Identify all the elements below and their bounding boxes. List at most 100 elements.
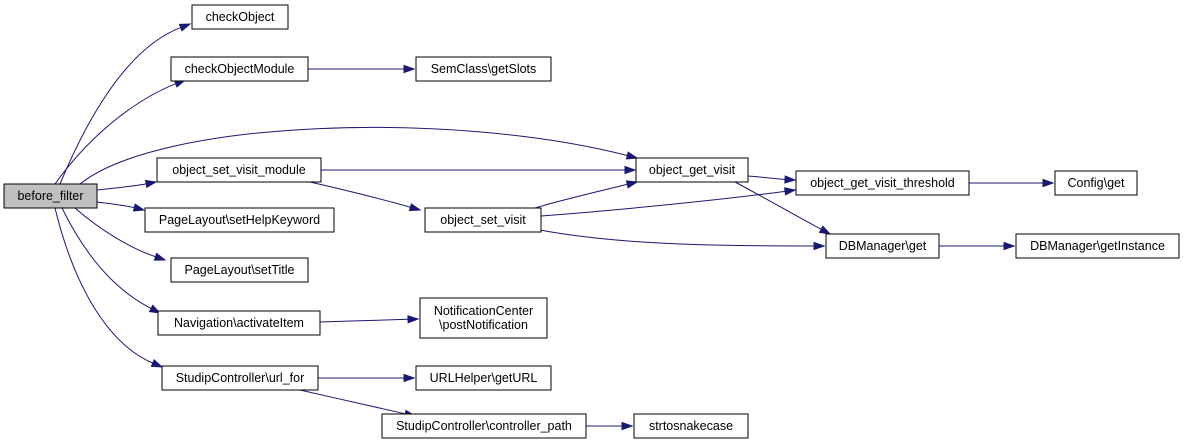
node-dbmanager-get[interactable]: DBManager\get bbox=[825, 233, 940, 259]
node-label: Navigation\activateItem bbox=[174, 316, 304, 330]
arrowhead-icon bbox=[625, 180, 639, 189]
node-box bbox=[415, 365, 552, 391]
node-object-get-visit-threshold[interactable]: object_get_visit_threshold bbox=[795, 170, 970, 196]
node-label: Config\get bbox=[1068, 176, 1126, 190]
node-label: NotificationCenter bbox=[434, 304, 533, 318]
edge-object-get-visit-to-dbmanager-get bbox=[734, 181, 832, 235]
arrowhead-icon bbox=[625, 151, 639, 160]
node-box bbox=[156, 157, 322, 183]
node-box bbox=[161, 365, 319, 391]
node-box bbox=[415, 56, 552, 82]
node-checkObjectModule[interactable]: checkObjectModule bbox=[170, 56, 309, 82]
node-pagelayout-settitle[interactable]: PageLayout\setTitle bbox=[170, 257, 309, 283]
node-box bbox=[795, 170, 970, 196]
node-label: object_set_visit_module bbox=[172, 163, 305, 177]
edge-line bbox=[61, 207, 152, 309]
node-config-get[interactable]: Config\get bbox=[1054, 170, 1138, 196]
node-checkObject[interactable]: checkObject bbox=[191, 4, 289, 30]
edge-object-get-visit-to-object-get-visit-threshold bbox=[747, 175, 797, 184]
edge-before-filter-to-pagelayout-sethelpkeyword bbox=[96, 201, 146, 212]
node-semclass-getslots[interactable]: SemClass\getSlots bbox=[415, 56, 552, 82]
node-dbmanager-getinstance[interactable]: DBManager\getInstance bbox=[1015, 233, 1180, 259]
edge-line bbox=[534, 183, 628, 209]
arrowhead-icon bbox=[407, 315, 420, 324]
node-label: StudipController\url_for bbox=[176, 371, 305, 385]
node-box bbox=[635, 157, 749, 183]
node-label: URLHelper\getURL bbox=[430, 371, 538, 385]
node-box bbox=[1015, 233, 1180, 259]
node-box bbox=[170, 257, 309, 283]
node-notificationcenter-postnotification[interactable]: NotificationCenter\postNotification bbox=[419, 297, 548, 339]
edge-line bbox=[54, 83, 176, 185]
arrowhead-icon bbox=[148, 304, 162, 314]
edge-line bbox=[747, 175, 786, 180]
edge-before-filter-to-studipcontroller-url-for bbox=[54, 207, 164, 368]
edge-before-filter-to-pagelayout-settitle bbox=[74, 207, 167, 261]
node-object-get-visit[interactable]: object_get_visit bbox=[635, 157, 749, 183]
edge-before-filter-to-object-get-visit bbox=[79, 126, 639, 185]
edge-object-set-visit-to-dbmanager-get bbox=[539, 229, 826, 251]
edge-studipcontroller-url-for-to-urlhelper-geturl bbox=[317, 373, 416, 383]
node-label: before_filter bbox=[17, 189, 83, 203]
edge-line bbox=[74, 207, 156, 258]
edge-line bbox=[79, 126, 628, 185]
edge-object-set-visit-to-object-get-visit-threshold bbox=[540, 187, 797, 217]
node-urlhelper-geturl[interactable]: URLHelper\getURL bbox=[415, 365, 552, 391]
node-label: SemClass\getSlots bbox=[431, 62, 537, 76]
node-label: PageLayout\setTitle bbox=[184, 263, 294, 277]
edge-checkObjectModule-to-semclass-getslots bbox=[308, 64, 416, 74]
edge-line bbox=[734, 181, 822, 230]
arrowhead-icon bbox=[1042, 178, 1055, 188]
edge-line bbox=[540, 190, 786, 217]
edge-line bbox=[319, 318, 409, 323]
call-edges bbox=[54, 23, 1055, 431]
edge-line bbox=[299, 389, 406, 415]
node-box bbox=[1054, 170, 1138, 196]
node-object-set-visit-module[interactable]: object_set_visit_module bbox=[156, 157, 322, 183]
node-label: object_get_visit bbox=[649, 163, 736, 177]
arrowhead-icon bbox=[784, 187, 797, 196]
edge-line bbox=[54, 207, 153, 364]
node-label: DBManager\getInstance bbox=[1030, 239, 1165, 253]
node-before-filter[interactable]: before_filter bbox=[3, 183, 98, 209]
arrowhead-icon bbox=[132, 203, 146, 212]
edge-object-set-visit-module-to-object-get-visit bbox=[321, 165, 637, 175]
arrowhead-icon bbox=[408, 203, 422, 212]
node-box bbox=[633, 413, 749, 439]
node-label: strtosnakecase bbox=[649, 419, 733, 433]
node-strtosnakecase[interactable]: strtosnakecase bbox=[633, 413, 749, 439]
arrowhead-icon bbox=[144, 179, 158, 189]
arrowhead-icon bbox=[403, 64, 416, 74]
arrowhead-icon bbox=[150, 359, 164, 368]
node-label: PageLayout\setHelpKeyword bbox=[159, 213, 320, 227]
call-nodes: before_filter checkObject checkObjectModul… bbox=[3, 4, 1180, 439]
node-label: StudipController\controller_path bbox=[396, 419, 572, 433]
edge-studipcontroller-url-for-to-studipcontroller-controller-path bbox=[299, 389, 417, 418]
arrowhead-icon bbox=[813, 241, 826, 251]
node-box bbox=[144, 207, 335, 233]
node-box bbox=[170, 56, 309, 82]
node-studipcontroller-url-for[interactable]: StudipController\url_for bbox=[161, 365, 319, 391]
node-box bbox=[157, 310, 321, 336]
node-box bbox=[3, 183, 98, 209]
arrowhead-icon bbox=[178, 23, 192, 32]
edge-object-set-visit-to-object-get-visit bbox=[534, 180, 639, 209]
arrowhead-icon bbox=[784, 175, 797, 184]
arrowhead-icon bbox=[621, 421, 634, 431]
edge-before-filter-to-object-set-visit-module bbox=[96, 179, 158, 191]
arrowhead-icon bbox=[1003, 241, 1016, 251]
edge-before-filter-to-navigation-activateitem bbox=[61, 207, 162, 314]
arrowhead-icon bbox=[818, 225, 832, 235]
edge-line bbox=[59, 27, 181, 185]
edge-object-get-visit-threshold-to-config-get bbox=[969, 178, 1055, 188]
node-pagelayout-sethelpkeyword[interactable]: PageLayout\setHelpKeyword bbox=[144, 207, 335, 233]
node-navigation-activateitem[interactable]: Navigation\activateItem bbox=[157, 310, 321, 336]
node-label: checkObject bbox=[206, 10, 275, 24]
node-studipcontroller-controller-path[interactable]: StudipController\controller_path bbox=[381, 413, 587, 439]
node-box bbox=[381, 413, 587, 439]
edge-dbmanager-get-to-dbmanager-getinstance bbox=[938, 241, 1016, 251]
node-object-set-visit[interactable]: object_set_visit bbox=[424, 207, 542, 233]
edge-object-set-visit-module-to-object-set-visit bbox=[309, 181, 422, 212]
node-label: object_get_visit_threshold bbox=[810, 176, 955, 190]
